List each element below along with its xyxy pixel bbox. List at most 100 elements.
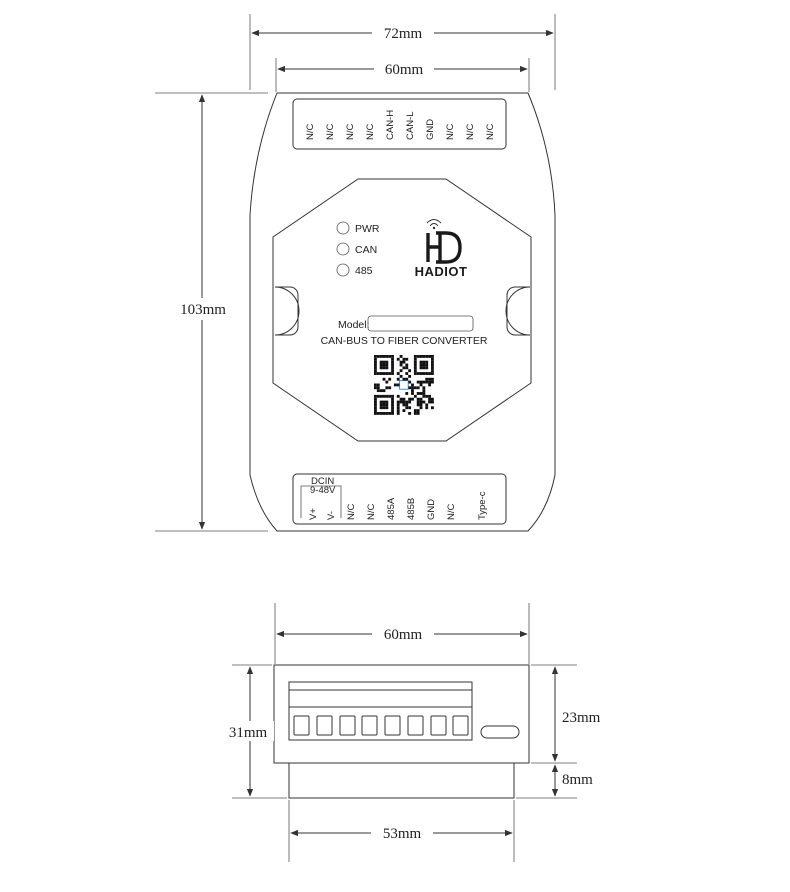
qr-module (422, 394, 426, 398)
qr-module (422, 400, 426, 404)
qr-module (425, 366, 429, 370)
qr-module (402, 366, 406, 370)
bottom-pin-1: V+ (308, 508, 319, 520)
qr-module (374, 403, 377, 407)
terminal-slot (430, 715, 447, 736)
qr-module (376, 386, 380, 390)
qr-module (419, 406, 423, 410)
qr-module (374, 369, 377, 373)
qr-module (419, 355, 423, 358)
qr-module (405, 403, 409, 407)
qr-module (402, 409, 406, 412)
side-terminal-block (288, 681, 473, 741)
qr-module (425, 406, 429, 410)
qr-module (413, 372, 417, 375)
qr-module (391, 403, 394, 407)
terminal-slot (407, 715, 424, 736)
qr-module (416, 397, 420, 401)
qr-module (382, 400, 386, 404)
qr-module (419, 380, 423, 384)
bottom-terminal-labels: V+ V- N/C N/C 485A 485B GND N/C Type-c (308, 491, 488, 520)
qr-module (402, 403, 406, 407)
qr-module (396, 394, 400, 398)
qr-module (388, 386, 392, 390)
qr-module (379, 412, 383, 415)
qr-module (374, 412, 377, 415)
qr-module (428, 372, 431, 375)
terminal-slot (361, 715, 378, 736)
qr-module (408, 412, 412, 415)
qr-module (391, 355, 394, 358)
brand-name: HADIOT (415, 264, 468, 279)
qr-module (425, 355, 429, 358)
qr-module (379, 394, 383, 398)
qr-module (374, 397, 377, 401)
qr-module (405, 366, 409, 370)
top-pin-9: N/C (465, 124, 476, 141)
qr-module (419, 366, 423, 370)
qr-module (425, 403, 429, 407)
qr-module (379, 406, 383, 410)
qr-module (419, 363, 423, 367)
type-c-label: Type-c (477, 491, 488, 520)
qr-module (431, 400, 434, 404)
qr-module (413, 394, 417, 398)
top-pin-5: CAN-H (385, 110, 396, 140)
qr-module (431, 406, 434, 410)
top-terminal-labels: N/C N/C N/C N/C CAN-H CAN-L GND N/C N/C … (305, 110, 496, 140)
qr-module (422, 363, 426, 367)
qr-module (374, 383, 377, 387)
qr-module (374, 394, 377, 398)
qr-module (408, 374, 412, 378)
qr-module (419, 403, 423, 407)
qr-module (431, 372, 434, 375)
top-pin-7: GND (425, 119, 436, 140)
qr-module (382, 389, 386, 393)
qr-module (422, 389, 426, 393)
qr-module (382, 377, 386, 381)
qr-module (391, 369, 394, 373)
qr-module (425, 394, 429, 398)
qr-module (399, 400, 403, 404)
qr-module (382, 363, 386, 367)
qr-module (374, 363, 377, 367)
qr-module (408, 386, 412, 390)
qr-module (422, 386, 426, 390)
qr-module (405, 400, 409, 404)
qr-module (416, 400, 420, 404)
qr-module (402, 377, 406, 381)
qr-module (411, 386, 414, 390)
model-label: Model: (338, 319, 370, 331)
qr-module (374, 357, 377, 361)
qr-module (379, 389, 383, 393)
led-485-label: 485 (355, 265, 373, 277)
qr-module (391, 363, 394, 367)
qr-module (396, 406, 400, 410)
qr-module (399, 369, 403, 373)
qr-module (431, 377, 434, 381)
dim-60mm-top-label: 60mm (385, 62, 424, 78)
qr-module (385, 394, 389, 398)
qr-module (396, 409, 400, 412)
qr-code-icon (374, 355, 434, 415)
qr-module (405, 372, 409, 375)
qr-module (428, 355, 431, 358)
bottom-pin-5: 485A (386, 497, 397, 520)
top-pin-6: CAN-L (405, 111, 416, 140)
qr-module (382, 360, 386, 364)
qr-module (388, 372, 392, 375)
top-pin-3: N/C (345, 124, 356, 141)
qr-module (431, 355, 434, 358)
qr-module (419, 383, 423, 387)
top-pin-1: N/C (305, 124, 316, 141)
dim-103mm-label: 103mm (180, 302, 226, 318)
qr-module (391, 357, 394, 361)
qr-module (428, 400, 431, 404)
terminal-slot (316, 715, 333, 736)
qr-module (391, 406, 394, 410)
dcin-label: DCIN (311, 476, 334, 487)
qr-module (428, 394, 431, 398)
qr-module (374, 372, 377, 375)
qr-module (411, 392, 414, 395)
top-terminal-block (292, 98, 507, 150)
